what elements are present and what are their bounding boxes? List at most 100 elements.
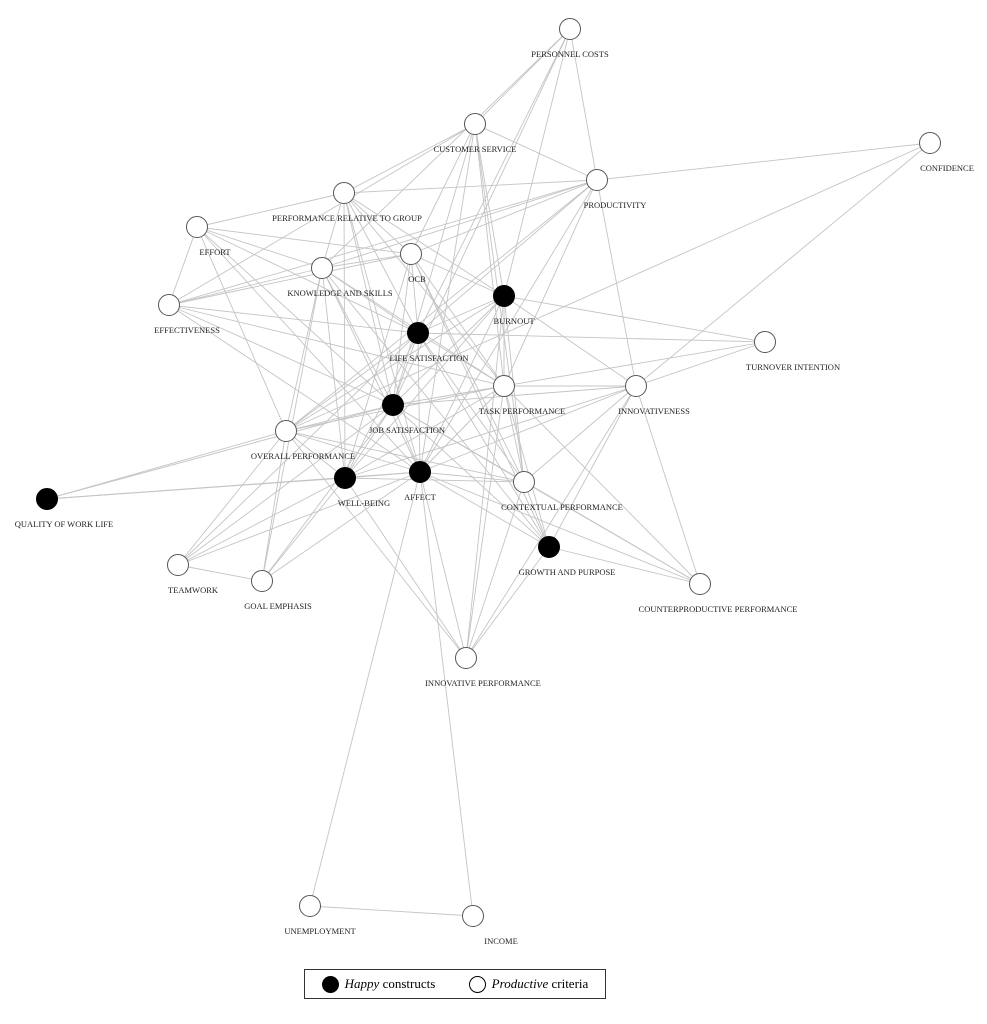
edge-unemployment-to-income (309, 905, 474, 917)
edge-knowledge-skills-to-job-satisfaction (321, 267, 394, 406)
node-confidence (919, 132, 941, 154)
edge-well-being-to-goal-emphasis (261, 477, 346, 582)
edge-productivity-to-life-satisfaction (417, 179, 598, 334)
edge-job-satisfaction-to-overall-performance (285, 404, 394, 432)
edge-effectiveness-to-job-satisfaction (168, 304, 394, 406)
edge-innovativeness-to-job-satisfaction (392, 385, 637, 406)
node-quality-work-life (36, 488, 58, 510)
node-label-income: INCOME (484, 936, 518, 946)
edge-overall-performance-to-affect (285, 430, 421, 473)
node-knowledge-skills (311, 257, 333, 279)
edge-affect-to-growth-purpose (419, 471, 550, 548)
node-label-innovativeness: INNOVATIVENESS (618, 406, 690, 416)
filled-circle-icon (321, 975, 339, 993)
edge-innovativeness-to-counterproductive (635, 385, 701, 585)
edge-well-being-to-innovative-performance (344, 477, 467, 659)
node-task-performance (493, 375, 515, 397)
edge-customer-service-to-ocb (410, 123, 476, 255)
edge-overall-performance-to-innovative-performance (285, 430, 467, 659)
edge-well-being-to-quality-work-life (46, 477, 346, 500)
edge-growth-purpose-to-innovative-performance (465, 546, 550, 659)
edge-perf-rel-group-to-well-being (343, 192, 346, 479)
edge-well-being-to-contextual-performance (344, 477, 525, 483)
node-contextual-performance (513, 471, 535, 493)
node-label-customer-service: CUSTOMER SERVICE (434, 144, 517, 154)
edge-life-satisfaction-to-affect (417, 332, 421, 473)
edge-job-satisfaction-to-teamwork (177, 404, 394, 566)
empty-circle-icon (468, 975, 486, 993)
edge-burnout-to-innovative-performance (465, 295, 505, 659)
legend-item-productive: Productive criteria (468, 975, 588, 993)
edge-affect-to-contextual-performance (419, 471, 525, 483)
edge-personnel-costs-to-productivity (569, 28, 598, 181)
edge-ocb-to-growth-purpose (410, 253, 550, 548)
edge-affect-to-teamwork (177, 471, 421, 566)
edge-life-satisfaction-to-task-performance (417, 332, 505, 387)
node-well-being (334, 467, 356, 489)
edge-affect-to-innovative-performance (419, 471, 467, 659)
edge-effort-to-life-satisfaction (196, 226, 419, 334)
node-label-productivity: PRODUCTIVITY (584, 200, 647, 210)
edge-ocb-to-burnout (410, 253, 505, 297)
node-label-effort: EFFORT (199, 247, 231, 257)
edge-knowledge-skills-to-well-being (321, 267, 346, 479)
node-customer-service (464, 113, 486, 135)
edge-job-satisfaction-to-growth-purpose (392, 404, 550, 548)
node-label-overall-performance: OVERALL PERFORMANCE (251, 451, 355, 461)
node-innovativeness (625, 375, 647, 397)
edge-burnout-to-innovativeness (503, 295, 637, 387)
edge-innovativeness-to-contextual-performance (523, 385, 637, 483)
legend-item-happy: Happy constructs (321, 975, 436, 993)
edge-job-satisfaction-to-affect (392, 404, 421, 473)
edge-knowledge-skills-to-affect (321, 267, 421, 473)
node-effectiveness (158, 294, 180, 316)
edge-life-satisfaction-to-turnover-intention (417, 332, 766, 343)
edge-personnel-costs-to-knowledge-skills (321, 28, 571, 269)
edge-perf-rel-group-to-life-satisfaction (343, 192, 419, 334)
edge-effort-to-overall-performance (196, 226, 287, 432)
node-goal-emphasis (251, 570, 273, 592)
edge-effort-to-knowledge-skills (196, 226, 323, 269)
edge-turnover-intention-to-innovativeness (635, 341, 766, 387)
edge-well-being-to-teamwork (177, 477, 346, 566)
edge-overall-performance-to-quality-work-life (46, 430, 287, 500)
edge-life-satisfaction-to-growth-purpose (417, 332, 550, 548)
node-growth-purpose (538, 536, 560, 558)
node-personnel-costs (559, 18, 581, 40)
edge-ocb-to-effectiveness (168, 253, 412, 306)
node-teamwork (167, 554, 189, 576)
edge-teamwork-to-goal-emphasis (177, 564, 263, 582)
node-label-task-performance: TASK PERFORMANCE (479, 406, 565, 416)
legend-label-happy: Happy constructs (344, 976, 436, 991)
edge-ocb-to-life-satisfaction (410, 253, 419, 334)
node-burnout (493, 285, 515, 307)
edge-life-satisfaction-to-contextual-performance (417, 332, 525, 483)
edge-contextual-performance-to-innovative-performance (465, 481, 525, 659)
edge-affect-to-income (419, 471, 474, 917)
node-affect (409, 461, 431, 483)
edge-affect-to-counterproductive (419, 471, 701, 585)
edge-overall-performance-to-well-being (285, 430, 346, 479)
edge-ocb-to-knowledge-skills (321, 253, 412, 269)
node-life-satisfaction (407, 322, 429, 344)
edge-customer-service-to-affect (419, 123, 476, 473)
node-label-unemployment: UNEMPLOYMENT (284, 926, 356, 936)
edge-customer-service-to-burnout (474, 123, 505, 297)
node-label-knowledge-skills: KNOWLEDGE AND SKILLS (287, 288, 393, 298)
edge-effort-to-ocb (196, 226, 412, 255)
edge-customer-service-to-perf-rel-group (343, 123, 476, 194)
edge-burnout-to-turnover-intention (503, 295, 766, 343)
edge-burnout-to-overall-performance (285, 295, 505, 432)
node-unemployment (299, 895, 321, 917)
node-label-affect: AFFECT (404, 492, 436, 502)
edge-task-performance-to-innovative-performance (465, 385, 505, 659)
edge-confidence-to-productivity (596, 142, 931, 181)
node-label-growth-purpose: GROWTH AND PURPOSE (519, 567, 616, 577)
node-counterproductive (689, 573, 711, 595)
node-innovative-performance (455, 647, 477, 669)
edge-perf-rel-group-to-ocb (343, 192, 412, 255)
edge-ocb-to-job-satisfaction (392, 253, 412, 406)
node-job-satisfaction (382, 394, 404, 416)
node-label-counterproductive: COUNTERPRODUCTIVE PERFORMANCE (639, 604, 798, 614)
